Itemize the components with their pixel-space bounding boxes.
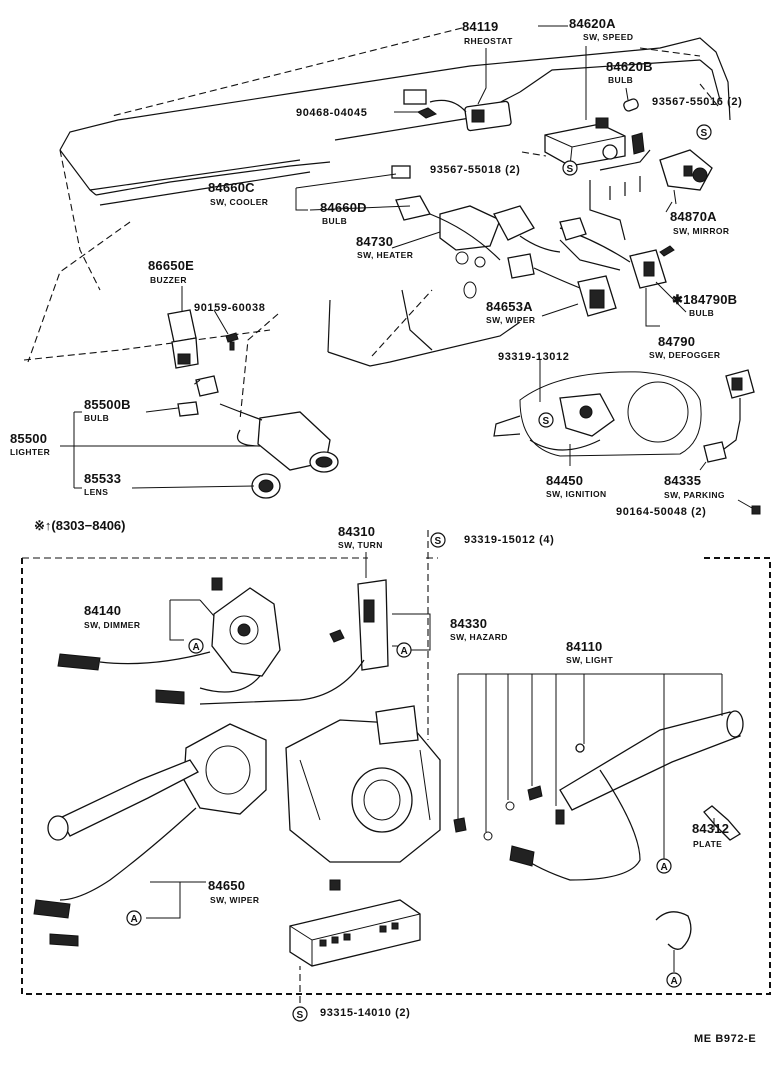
part-name-light-switch: SW, LIGHT — [566, 655, 614, 665]
speed-switch-part — [544, 117, 645, 167]
lighter-lens-part — [251, 473, 281, 499]
screw-symbol-top: S S S — [538, 124, 712, 428]
svg-text:S: S — [701, 128, 708, 139]
part-name-dimmer-switch: SW, DIMMER — [84, 620, 141, 630]
part-number-85500: 85500 — [10, 431, 48, 446]
part-number-84660c: 84660C — [208, 180, 255, 195]
part-name-plate: PLATE — [693, 839, 723, 849]
part-number-84620a: 84620A — [569, 16, 616, 31]
part-name-wiper-switch: SW, WIPER — [210, 895, 260, 905]
heater-switch-part — [429, 205, 561, 268]
svg-text:S: S — [567, 164, 574, 175]
part-number-86650e: 86650E — [148, 258, 195, 273]
fastener-93319-13012: 93319-13012 — [498, 351, 570, 363]
part-name-lighter-bulb: BULB — [84, 413, 110, 423]
svg-text:A: A — [131, 914, 138, 925]
part-name-rheostat: RHEOSTAT — [464, 36, 513, 46]
part-number-84620b: 84620B — [606, 59, 653, 74]
svg-text:A: A — [193, 642, 200, 653]
part-number-84330: 84330 — [450, 616, 488, 631]
part-number-84310: 84310 — [338, 524, 376, 539]
part-number-84790b: ✱184790B — [672, 292, 738, 307]
turn-switch-part — [199, 579, 389, 705]
clamp-part — [655, 911, 692, 950]
svg-text:S: S — [435, 536, 442, 547]
fastener-90159: 90159-60038 — [194, 302, 266, 314]
part-name-turn-switch: SW, TURN — [338, 540, 383, 550]
part-name-mirror-switch: SW, MIRROR — [673, 226, 730, 236]
part-number-84110: 84110 — [566, 639, 603, 654]
part-number-84450: 84450 — [546, 473, 584, 488]
svg-text:S: S — [297, 1010, 304, 1021]
part-number-85500b: 85500B — [84, 397, 131, 412]
speed-bulb-part — [623, 98, 639, 112]
part-number-84335: 84335 — [664, 473, 702, 488]
part-name-buzzer: BUZZER — [150, 275, 187, 285]
parking-switch-part — [703, 369, 755, 463]
part-name-lighter: LIGHTER — [10, 447, 51, 457]
production-range-note: ※↑(8303−8406) — [34, 518, 126, 533]
part-number-84790: 84790 — [658, 334, 696, 349]
fastener-93319-15012: 93319-15012 (4) — [464, 534, 555, 546]
reference-symbol-a: A A A A A — [126, 638, 682, 988]
dimmer-switch-part — [57, 577, 281, 705]
svg-text:A: A — [401, 646, 408, 657]
part-number-84730: 84730 — [356, 234, 394, 249]
screw-symbol-bottom: S S — [292, 532, 446, 1022]
dashboard-outline — [23, 37, 731, 367]
rheostat-part — [403, 89, 512, 132]
plate-part — [703, 805, 741, 841]
fastener-93567-55016: 93567-55016 (2) — [652, 96, 743, 108]
part-name-heater-switch: SW, HEATER — [357, 250, 414, 260]
part-name-defogger-bulb: BULB — [689, 308, 715, 318]
fastener-93567-55018: 93567-55018 (2) — [430, 164, 521, 176]
part-name-cooler-switch: SW, COOLER — [210, 197, 269, 207]
lighter-part — [177, 375, 339, 473]
part-name-parking-switch: SW, PARKING — [664, 490, 725, 500]
part-number-84653a: 84653A — [486, 299, 533, 314]
part-name-dash-wiper-switch: SW, WIPER — [486, 315, 536, 325]
connector-block-part — [289, 899, 421, 967]
mirror-switch-part — [659, 149, 713, 191]
part-name-defogger-switch: SW, DEFOGGER — [649, 350, 721, 360]
diagram-code: ME B972-E — [694, 1033, 757, 1045]
wiper-lever-part — [33, 723, 267, 947]
light-lever-part — [453, 710, 744, 881]
combination-switch-body — [285, 705, 441, 891]
ignition-switch-part — [493, 371, 702, 457]
part-name-cooler-bulb: BULB — [322, 216, 348, 226]
fastener-93315: 93315-14010 (2) — [320, 1007, 411, 1019]
part-number-85533: 85533 — [84, 471, 122, 486]
part-name-hazard-switch: SW, HAZARD — [450, 632, 508, 642]
dash-wiper-switch-part — [507, 253, 617, 317]
buzzer-part — [167, 309, 199, 369]
lower-leader-lines — [146, 552, 723, 1014]
defogger-switch-part — [559, 217, 675, 289]
part-number-84119: 84119 — [462, 19, 499, 34]
part-name-ignition-switch: SW, IGNITION — [546, 489, 607, 499]
part-number-84870a: 84870A — [670, 209, 717, 224]
part-number-84140: 84140 — [84, 603, 122, 618]
part-name-lighter-lens: LENS — [84, 487, 109, 497]
svg-text:A: A — [671, 976, 678, 987]
screw-90159 — [225, 332, 239, 351]
fastener-90468: 90468-04045 — [296, 107, 368, 119]
part-number-84660d: 84660D — [320, 200, 367, 215]
combination-switch-frame — [21, 557, 771, 995]
part-name-speed-bulb: BULB — [608, 75, 634, 85]
svg-text:S: S — [543, 416, 550, 427]
part-number-84312: 84312 — [692, 821, 730, 836]
part-number-84650: 84650 — [208, 878, 246, 893]
svg-text:A: A — [661, 862, 668, 873]
fastener-90164: 90164-50048 (2) — [616, 506, 707, 518]
top-leader-lines — [60, 25, 753, 509]
part-name-speed-switch: SW, SPEED — [583, 32, 634, 42]
screw-90164 — [751, 505, 761, 515]
cooler-switch-part — [391, 165, 431, 221]
